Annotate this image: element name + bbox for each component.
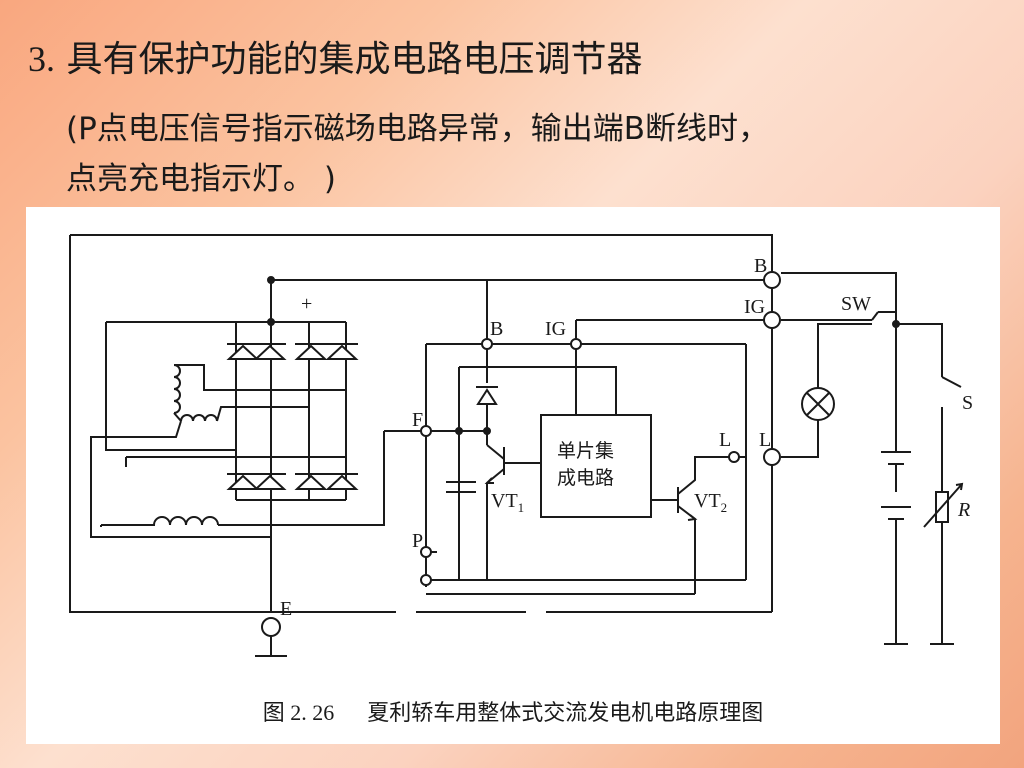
caption-text: 夏利轿车用整体式交流发电机电路原理图 [367, 701, 764, 726]
label-l-inner: L [719, 429, 731, 451]
label-plus: + [301, 293, 312, 315]
circuit-diagram: + B IG SW S R B IG F P E L L VT1 VT2 单片集… [69, 234, 973, 657]
label-ig-outer: IG [744, 296, 765, 318]
label-vt1: VT1 [491, 490, 524, 515]
title-number: 3. [28, 39, 55, 79]
regulator-circuit [384, 280, 772, 595]
label-vt2: VT2 [694, 490, 727, 515]
figure-caption: 图 2. 26 夏利轿车用整体式交流发电机电路原理图 [26, 695, 1000, 727]
label-b-outer: B [754, 255, 767, 277]
ic-label-line-2: 成电路 [557, 467, 614, 489]
circuit-figure: + B IG SW S R B IG F P E L L VT1 VT2 单片集… [26, 207, 1000, 744]
diagram-labels: + B IG SW S R B IG F P E L L VT1 VT2 单片集… [280, 255, 973, 620]
rectifier-bridge [226, 276, 772, 612]
label-ig-inner: IG [545, 318, 566, 340]
label-sw: SW [841, 293, 871, 315]
ic-label-line-1: 单片集 [557, 440, 614, 462]
caption-number: 图 2. 26 [262, 700, 335, 725]
title-text: 具有保护功能的集成电路电压调节器 [66, 39, 643, 80]
label-l-outer: L [759, 429, 771, 451]
external-circuit [255, 271, 964, 657]
subtitle-line-1: (P点电压信号指示磁场电路异常，输出端B断线时， [66, 111, 770, 147]
label-r: R [957, 499, 970, 521]
label-e: E [280, 598, 292, 620]
slide-title: 3. 具有保护功能的集成电路电压调节器 [28, 30, 642, 82]
subtitle-line-2: 点亮充电指示灯。 ) [66, 161, 336, 197]
label-p: P [412, 530, 423, 552]
label-f: F [412, 409, 423, 431]
label-s: S [962, 392, 973, 414]
label-b-inner: B [490, 318, 503, 340]
stator-windings [90, 321, 385, 538]
